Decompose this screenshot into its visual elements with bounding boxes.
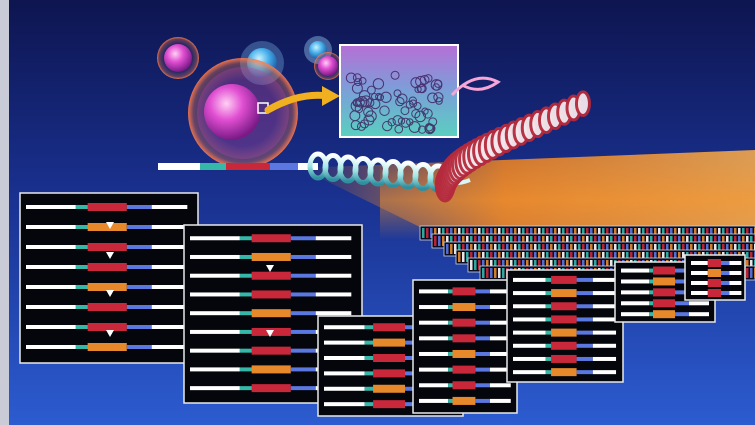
sequence-panel-icon xyxy=(507,270,623,382)
dna-strand xyxy=(158,163,318,170)
sequence-panel-icon xyxy=(20,193,198,363)
chromatin-inset-icon xyxy=(340,45,458,137)
sequence-panel-icon xyxy=(685,255,745,300)
sequence-panel-icon xyxy=(413,280,517,413)
